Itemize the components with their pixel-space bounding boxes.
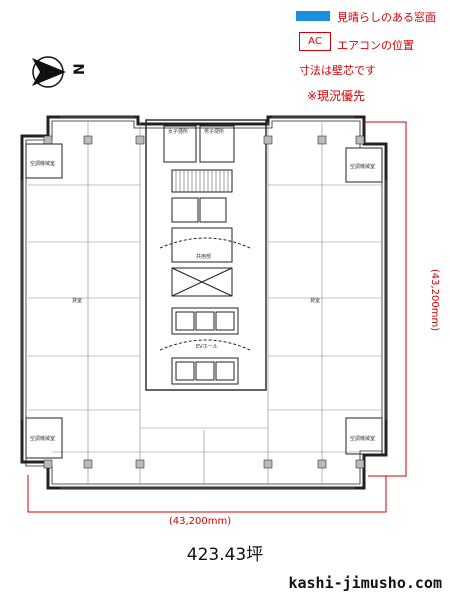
site-watermark: kashi-jimusho.com [288, 574, 442, 592]
window-strips [21, 116, 387, 489]
floor-area: 423.43坪 [186, 545, 264, 565]
structural-grid [28, 122, 382, 484]
compass-icon: N [32, 56, 88, 88]
ev-hall-label: EVホール [196, 344, 218, 350]
lobby-label: 共用部 [196, 253, 211, 260]
hvac-room-nw-label: 空調機械室 [30, 160, 55, 167]
hvac-room-ne-label: 空調機械室 [350, 163, 375, 170]
office-east-label: 貸室 [310, 297, 320, 304]
ac-legend-label: エアコンの位置 [337, 39, 414, 52]
actual-condition-note: ※現況優先 [307, 89, 366, 103]
dimension-lines [27, 121, 407, 513]
building-core [145, 119, 267, 391]
window-legend-swatch [296, 11, 330, 21]
columns [43, 135, 365, 469]
hvac-room-se-label: 空調機械室 [350, 435, 375, 442]
compass-letter: N [72, 63, 88, 75]
hvac-rooms [25, 143, 383, 459]
hvac-room-sw-label: 空調機械室 [30, 435, 55, 442]
window-legend-label: 見晴らしのある窓面 [337, 11, 436, 24]
depth-dimension-label: (43,200mm) [429, 269, 440, 331]
toilet-women-label: 女子便所 [168, 128, 188, 135]
toilet-men-label: 男子便所 [204, 128, 224, 135]
ac-legend-box: AC [299, 32, 331, 51]
dimension-note: 寸法は壁芯です [299, 64, 376, 77]
office-west-label: 貸室 [72, 297, 82, 304]
width-dimension-label: (43,200mm) [169, 516, 231, 527]
